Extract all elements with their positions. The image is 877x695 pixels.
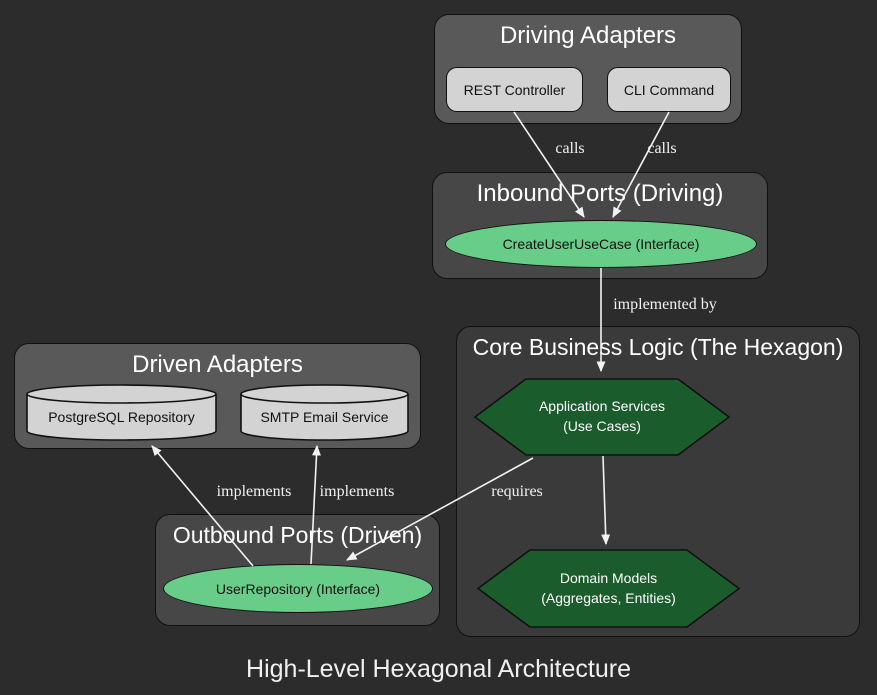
- cylinder-shape: [26, 384, 217, 441]
- node-user-repository: UserRepository (Interface): [163, 564, 433, 613]
- node-rest-controller: REST Controller: [446, 67, 583, 112]
- edge-label-requires: requires: [491, 483, 543, 500]
- node-rest-controller-label: REST Controller: [463, 81, 566, 98]
- node-domain-models-line2: (Aggregates, Entities): [541, 589, 676, 606]
- cluster-driven-adapters-title: Driven Adapters: [132, 351, 303, 378]
- cluster-core-business-logic-title: Core Business Logic (The Hexagon): [472, 334, 844, 360]
- node-postgresql-repository: PostgreSQL Repository: [26, 384, 217, 441]
- node-application-services: Application Services (Use Cases): [474, 378, 730, 456]
- edge-label-implements-postgres: implements: [216, 483, 292, 500]
- cylinder-shape: [240, 384, 409, 441]
- hexagon-shape: [474, 378, 730, 456]
- node-create-user-usecase: CreateUserUseCase (Interface): [445, 220, 757, 268]
- edge-label-calls-rest: calls: [555, 140, 585, 157]
- node-domain-models: Domain Models (Aggregates, Entities): [477, 549, 740, 628]
- node-domain-models-line1: Domain Models: [559, 569, 658, 586]
- node-create-user-usecase-label: CreateUserUseCase (Interface): [502, 236, 700, 252]
- node-application-services-line2: (Use Cases): [563, 418, 641, 434]
- node-cli-command: CLI Command: [607, 67, 731, 112]
- node-user-repository-label: UserRepository (Interface): [215, 580, 381, 597]
- node-smtp-email-service-label: SMTP Email Service: [260, 408, 389, 425]
- node-smtp-email-service: SMTP Email Service: [240, 384, 409, 441]
- cluster-inbound-ports-title: Inbound Ports (Driving): [476, 180, 724, 207]
- cluster-driving-adapters-title: Driving Adapters: [499, 22, 677, 49]
- node-cli-command-label: CLI Command: [623, 81, 715, 98]
- cluster-outbound-ports-title: Outbound Ports (Driven): [172, 522, 423, 548]
- diagram-title: High-Level Hexagonal Architecture: [246, 655, 631, 683]
- edge-label-calls-cli: calls: [647, 140, 677, 157]
- node-application-services-line1: Application Services: [538, 398, 666, 415]
- node-postgresql-repository-label: PostgreSQL Repository: [48, 408, 195, 425]
- edge-label-implemented-by: implemented by: [613, 296, 717, 313]
- edge-label-implements-smtp: implements: [319, 483, 395, 500]
